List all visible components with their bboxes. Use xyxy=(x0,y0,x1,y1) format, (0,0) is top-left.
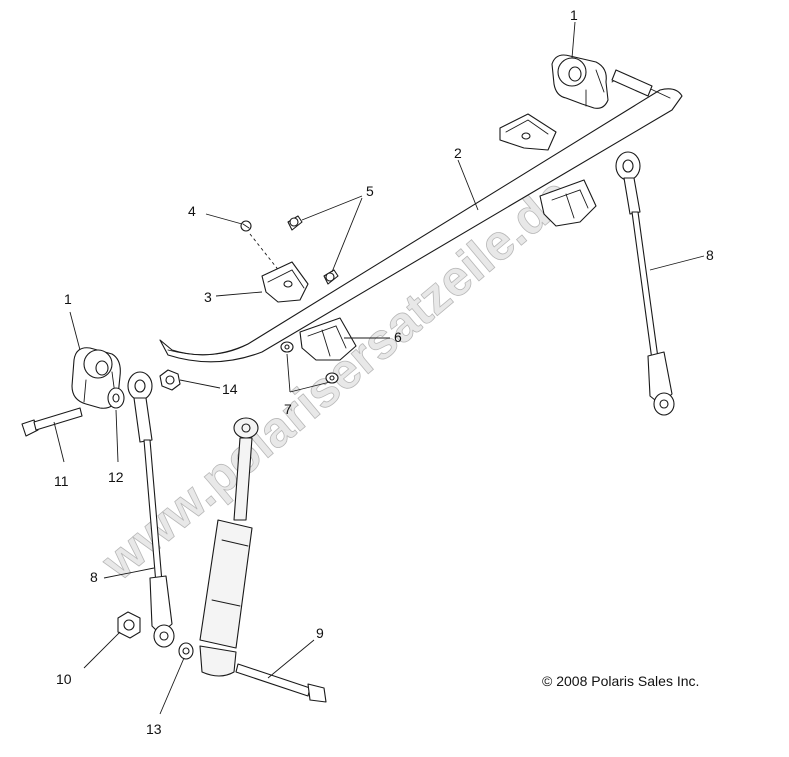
callout-4: 4 xyxy=(188,203,196,219)
stabilizer-bar xyxy=(159,69,683,363)
clamp-right xyxy=(539,179,597,227)
callout-1-top: 1 xyxy=(570,7,578,23)
bolt-9 xyxy=(235,663,327,703)
copyright-text: © 2008 Polaris Sales Inc. xyxy=(542,673,699,689)
callout-7: 7 xyxy=(284,401,292,417)
clamp-top xyxy=(499,113,557,151)
screw-5b xyxy=(323,269,339,285)
callout-5: 5 xyxy=(366,183,374,199)
callout-10: 10 xyxy=(56,671,72,687)
callout-2: 2 xyxy=(454,145,462,161)
callout-3: 3 xyxy=(204,289,212,305)
shock-absorber xyxy=(199,417,259,677)
screw-5a xyxy=(287,215,303,231)
washer-13 xyxy=(178,642,194,660)
nut-10 xyxy=(117,611,141,639)
callout-6: 6 xyxy=(394,329,402,345)
callout-8-right: 8 xyxy=(706,247,714,263)
screw-4 xyxy=(240,220,281,273)
callout-1-left: 1 xyxy=(64,291,72,307)
washer-12 xyxy=(107,387,125,409)
link-rod-right xyxy=(615,151,675,416)
washer-7a xyxy=(280,341,294,353)
clamp-3 xyxy=(261,261,309,303)
nut-14 xyxy=(159,369,181,391)
callout-8-left: 8 xyxy=(90,569,98,585)
callout-12: 12 xyxy=(108,469,124,485)
washer-7b xyxy=(325,372,339,384)
callout-9: 9 xyxy=(316,625,324,641)
clamp-6 xyxy=(299,317,357,361)
bolt-11 xyxy=(21,407,83,437)
callout-13: 13 xyxy=(146,721,162,737)
link-rod-left xyxy=(127,371,175,648)
leader-lines xyxy=(53,21,705,715)
callout-labels: 1 2 4 5 3 6 7 8 1 14 11 12 8 9 10 13 xyxy=(54,7,714,737)
bushing-top xyxy=(551,54,609,109)
callout-11: 11 xyxy=(54,473,69,489)
callout-14: 14 xyxy=(222,381,238,397)
